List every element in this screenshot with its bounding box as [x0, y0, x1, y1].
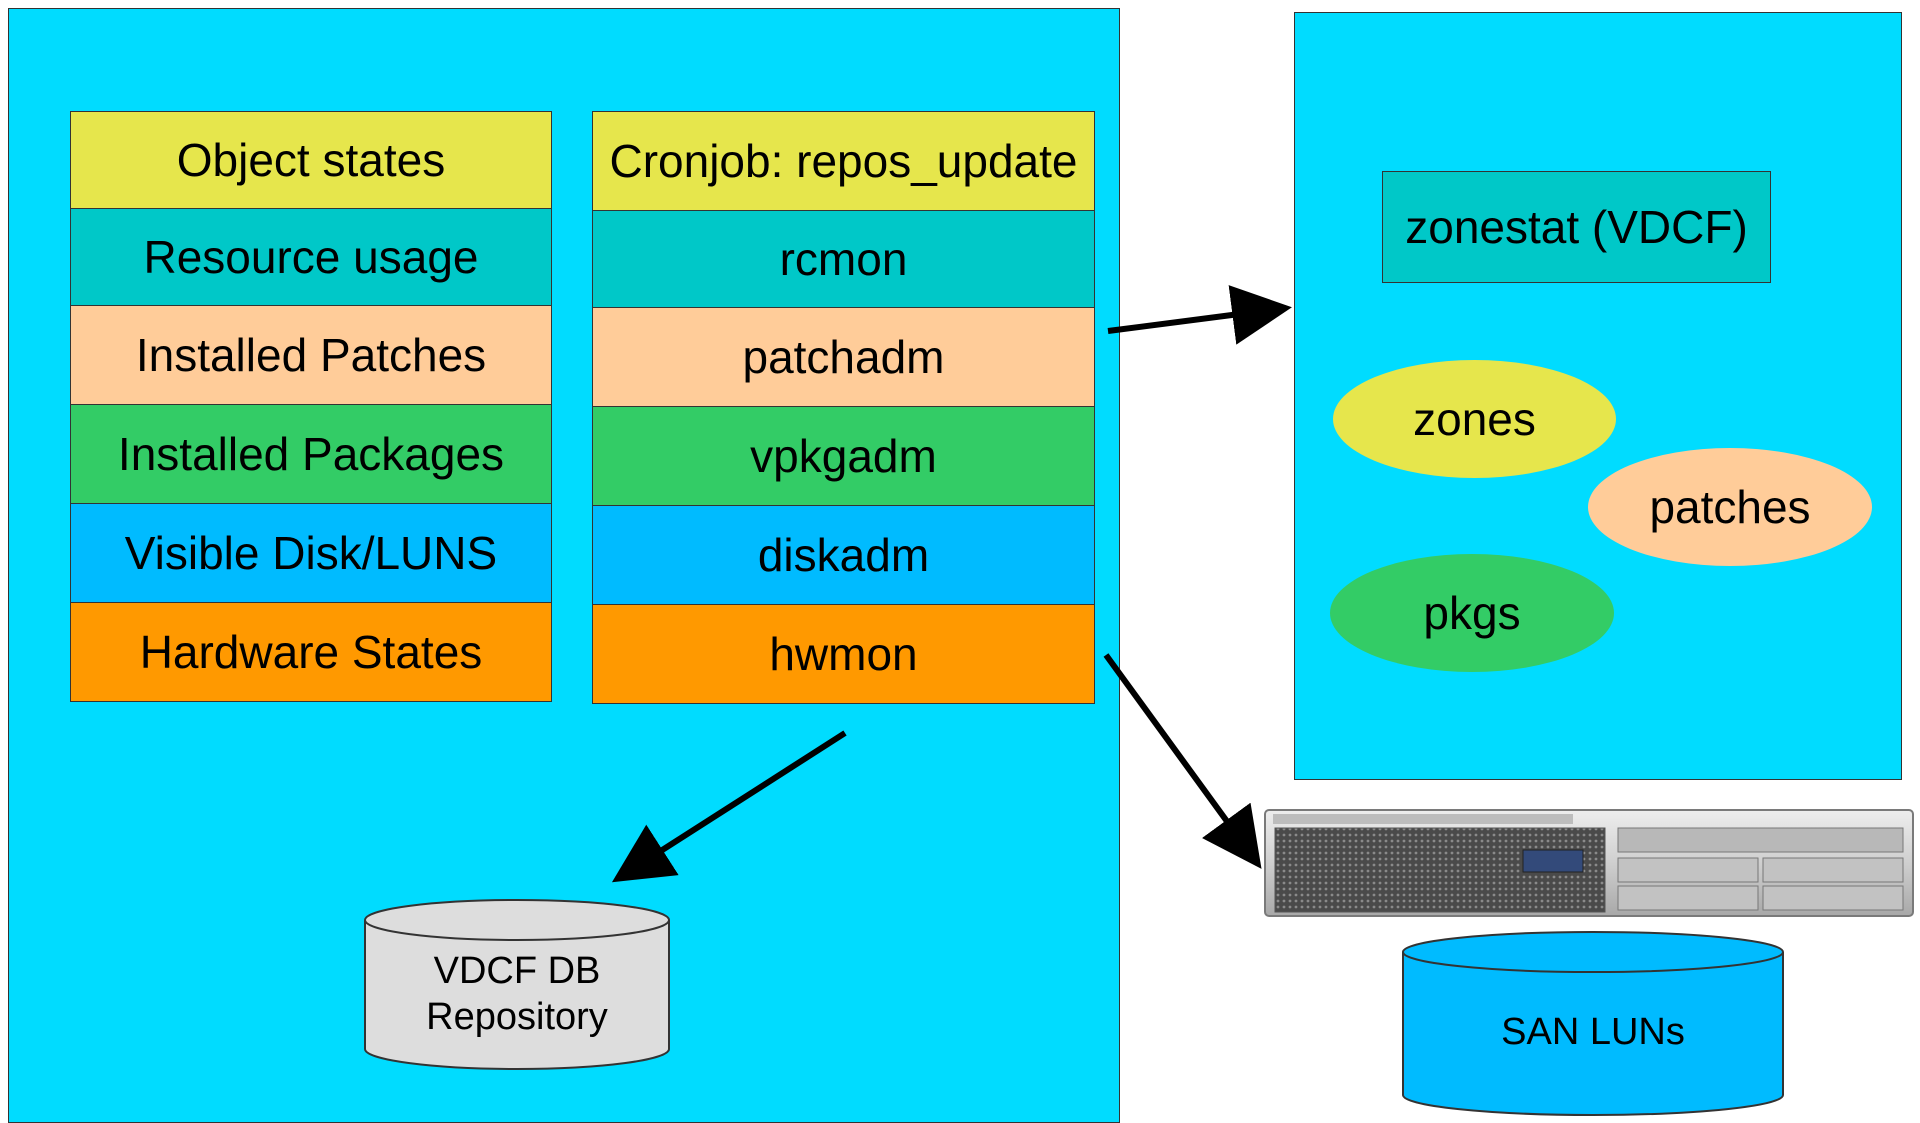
san-label: SAN LUNs: [1501, 1010, 1685, 1053]
resource-usage-cell: Resource usage: [70, 209, 552, 306]
cronjob-repos-update-cell: Cronjob: repos_update: [592, 111, 1095, 211]
collector-tools-stack: Cronjob: repos_update rcmon patchadm vpk…: [592, 111, 1095, 704]
repository-contents-stack: Object states Resource usage Installed P…: [70, 111, 552, 702]
repository-label-line2: Repository: [426, 996, 608, 1038]
pkgs-ellipse: pkgs: [1330, 554, 1614, 672]
hardware-states-cell: Hardware States: [70, 603, 552, 702]
patches-ellipse: patches: [1588, 448, 1872, 566]
zonestat-box: zonestat (VDCF): [1382, 171, 1771, 283]
vpkgadm-cell: vpkgadm: [592, 407, 1095, 506]
rcmon-cell: rcmon: [592, 211, 1095, 308]
installed-packages-cell: Installed Packages: [70, 405, 552, 504]
repository-label-line1: VDCF DB: [433, 949, 601, 992]
hwmon-cell: hwmon: [592, 605, 1095, 704]
arrow-to-repository: [611, 730, 847, 883]
zones-ellipse: zones: [1333, 360, 1616, 478]
patchadm-cell: patchadm: [592, 308, 1095, 407]
repository-cylinder: [364, 899, 670, 1070]
visible-disk-luns-cell: Visible Disk/LUNS: [70, 504, 552, 603]
object-states-cell: Object states: [70, 111, 552, 209]
arrow-to-server: [1103, 653, 1262, 869]
server-image: [1264, 809, 1914, 917]
san-cylinder: [1402, 931, 1784, 1116]
installed-patches-cell: Installed Patches: [70, 306, 552, 405]
repository-label: VDCF DB Repository: [365, 944, 669, 1044]
diskadm-cell: diskadm: [592, 506, 1095, 605]
arrow-to-target-node: [1107, 285, 1292, 345]
